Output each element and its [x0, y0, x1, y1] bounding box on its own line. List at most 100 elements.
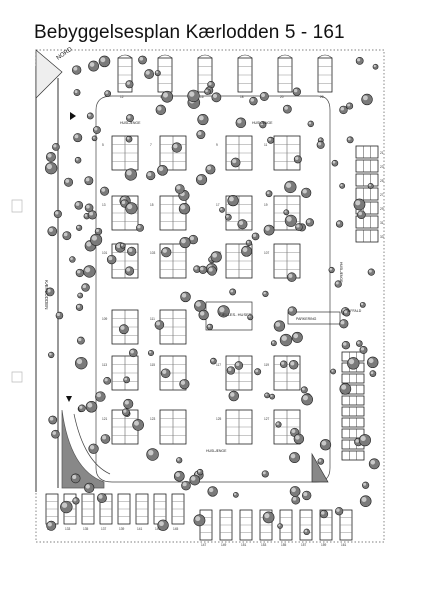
tree-highlight	[301, 387, 305, 391]
north-label: NORD	[56, 46, 74, 61]
house-roof	[157, 54, 173, 59]
house-roof	[197, 54, 213, 59]
tree-highlight	[159, 521, 164, 527]
tree-highlight	[52, 431, 57, 435]
tree-highlight	[194, 266, 198, 270]
house-number: 125	[216, 417, 222, 421]
tree-highlight	[195, 301, 201, 307]
tree-highlight	[360, 347, 365, 351]
road-label: KÆRLODDEN	[44, 280, 49, 310]
tree-highlight	[341, 384, 347, 390]
house-number: 16	[200, 95, 204, 99]
tree-highlight	[74, 134, 79, 139]
tree-highlight	[286, 216, 292, 222]
tree-highlight	[228, 367, 232, 372]
house-number: 159	[321, 543, 327, 547]
tree-highlight	[145, 70, 150, 75]
tree-highlight	[87, 402, 93, 408]
tree-highlight	[200, 266, 204, 271]
tree-highlight	[220, 207, 223, 211]
tree-highlight	[46, 288, 51, 293]
tree-highlight	[308, 121, 312, 125]
common-house-label: FÆLLES- HUSET	[219, 312, 252, 317]
tree-highlight	[370, 371, 374, 375]
lane-label-3: HUSLÆNGE	[206, 449, 227, 453]
tree-highlight	[104, 378, 108, 382]
house-number: 113	[102, 363, 107, 367]
tree-highlight	[208, 82, 212, 86]
tree-highlight	[207, 324, 211, 328]
tree-highlight	[198, 115, 204, 121]
tree-highlight	[189, 91, 195, 97]
tree-highlight	[148, 450, 154, 456]
house-number: 143	[155, 527, 161, 531]
tree-highlight	[368, 183, 372, 187]
house-number: 33	[380, 235, 384, 239]
tree-highlight	[237, 119, 242, 124]
house-block	[355, 173, 379, 187]
tree-highlight	[296, 224, 300, 228]
tree-highlight	[73, 498, 77, 502]
tree-highlight	[65, 179, 70, 183]
tree-highlight	[126, 81, 131, 85]
house-number: 121	[102, 417, 108, 421]
tree-highlight	[190, 476, 196, 481]
tree-highlight	[108, 256, 113, 261]
tree-highlight	[87, 113, 91, 117]
tree-highlight	[260, 122, 264, 126]
tree-highlight	[261, 93, 265, 98]
tree-highlight	[304, 529, 308, 533]
tree-highlight	[162, 92, 169, 98]
tree-highlight	[137, 225, 141, 229]
tree-highlight	[212, 252, 218, 258]
tree-highlight	[347, 137, 351, 141]
tree-highlight	[276, 422, 279, 425]
tree-highlight	[180, 380, 186, 385]
tree-highlight	[206, 165, 212, 171]
tree-highlight	[181, 238, 186, 244]
tree-highlight	[331, 369, 334, 372]
house-number: 127	[264, 417, 270, 421]
tree-highlight	[197, 469, 201, 473]
house-number: 22	[320, 95, 324, 99]
house-number: 17	[216, 203, 220, 207]
house-number: 21	[380, 151, 384, 155]
tree-highlight	[340, 183, 343, 187]
tree-highlight	[355, 439, 359, 443]
tree-highlight	[281, 335, 287, 341]
tree-highlight	[95, 228, 99, 233]
house-number: 27	[380, 193, 384, 197]
tree-highlight	[92, 136, 95, 139]
tree-highlight	[293, 88, 298, 93]
tree-highlight	[116, 243, 121, 249]
tree-highlight	[46, 163, 52, 170]
house-block	[355, 159, 379, 173]
house-number: 123	[150, 417, 156, 421]
tree-highlight	[344, 310, 348, 314]
tree-highlight	[158, 166, 164, 172]
tree-highlight	[303, 492, 308, 497]
tree-highlight	[177, 458, 180, 461]
tree-highlight	[230, 289, 234, 293]
tree-highlight	[360, 435, 366, 442]
tree-highlight	[252, 233, 257, 237]
tree-highlight	[126, 267, 131, 272]
tree-highlight	[284, 106, 288, 110]
house-roof	[117, 54, 133, 59]
tree-highlight	[317, 142, 322, 146]
tree-highlight	[342, 342, 347, 346]
tree-highlight	[270, 394, 273, 398]
tree-highlight	[126, 136, 130, 140]
bin-label: AFFALD	[348, 309, 362, 313]
tree-highlight	[357, 341, 360, 344]
tree-highlight	[100, 57, 106, 63]
tree-highlight	[226, 214, 229, 218]
house-block	[341, 428, 365, 439]
tree-highlight	[208, 267, 213, 272]
tree-highlight	[347, 103, 351, 107]
tree-highlight	[355, 200, 361, 206]
tree-highlight	[124, 377, 128, 381]
tree-highlight	[175, 472, 181, 477]
tree-highlight	[197, 175, 203, 181]
